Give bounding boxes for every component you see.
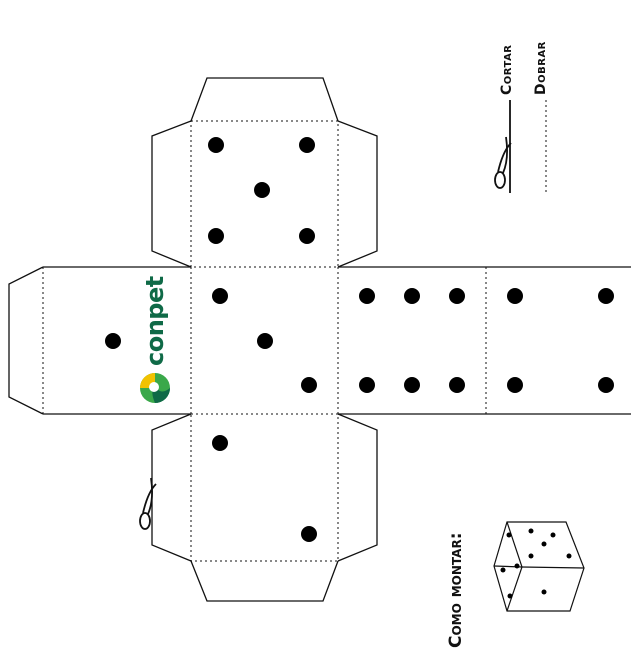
scissors-legend-icon [494, 100, 512, 193]
lower-right-flap [337, 413, 378, 562]
pip [212, 435, 228, 451]
assembly-instructions-title: Como montar: [446, 532, 466, 648]
scissors-icon [139, 477, 157, 530]
pip [257, 333, 273, 349]
upper-left-flap [151, 120, 192, 268]
pip [359, 288, 375, 304]
pip [208, 137, 224, 153]
top-flap [190, 77, 339, 122]
brand-name: conpet [141, 276, 169, 366]
pip [299, 228, 315, 244]
pip [105, 333, 121, 349]
fold-top-face [190, 120, 339, 268]
left-flap [8, 266, 44, 415]
pip [208, 228, 224, 244]
pip [507, 288, 523, 304]
lower-left-flap [151, 413, 192, 562]
pip [212, 288, 228, 304]
pip [359, 377, 375, 393]
pip [301, 526, 317, 542]
bottom-flap [190, 560, 339, 602]
pip [404, 288, 420, 304]
pip [449, 377, 465, 393]
assembled-die-illustration [493, 521, 585, 612]
pip [449, 288, 465, 304]
pip [301, 377, 317, 393]
pip [598, 288, 614, 304]
fold-bottom-face [190, 413, 339, 562]
conpet-logo-icon [140, 373, 170, 403]
conpet-logo: conpet [139, 276, 171, 404]
pip [507, 377, 523, 393]
cut-legend-label: Cortar [499, 44, 515, 95]
pip [404, 377, 420, 393]
pip [254, 182, 270, 198]
pip [598, 377, 614, 393]
fold-legend-label: Dobrar [533, 41, 549, 95]
upper-right-flap [337, 120, 378, 268]
pip [299, 137, 315, 153]
